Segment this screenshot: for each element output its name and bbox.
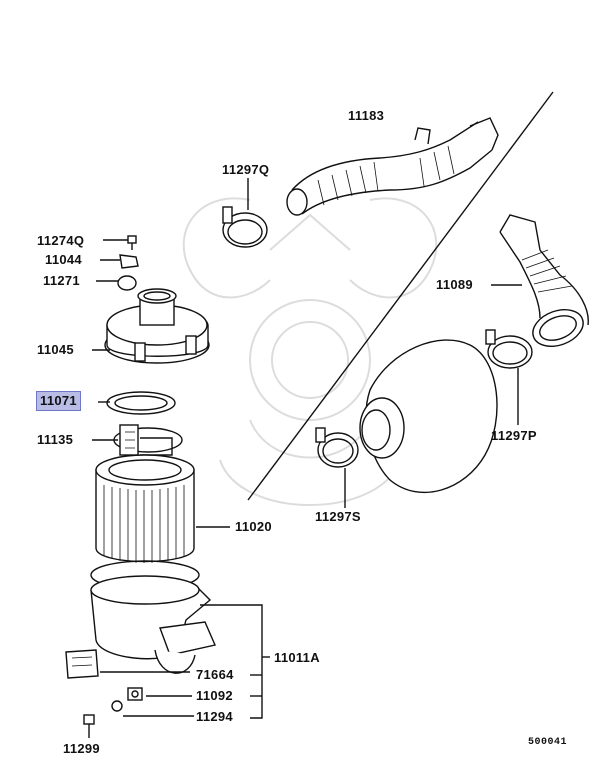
label-11297s[interactable]: 11297S xyxy=(315,509,361,524)
filter-element-11020 xyxy=(95,454,195,563)
housing-11011a xyxy=(90,560,216,674)
clamp-11297p xyxy=(485,329,533,369)
label-11183[interactable]: 11183 xyxy=(348,108,385,123)
bolt-11274q xyxy=(103,235,137,250)
label-11011a[interactable]: 11011A xyxy=(274,650,320,665)
label-11271[interactable]: 11271 xyxy=(43,273,80,288)
clip-11044 xyxy=(100,254,139,269)
diagram-reference-code: 500041 xyxy=(528,737,568,748)
label-11089[interactable]: 11089 xyxy=(436,277,473,292)
label-11071[interactable]: 11071 xyxy=(36,391,81,411)
label-11274q[interactable]: 11274Q xyxy=(37,233,85,248)
clamp-11297q xyxy=(222,206,268,248)
label-11135[interactable]: 11135 xyxy=(37,432,74,447)
sensor-11135 xyxy=(113,424,183,456)
label-71664[interactable]: 71664 xyxy=(196,667,234,682)
bolt-11299 xyxy=(83,714,95,738)
nut-11092 xyxy=(127,687,143,701)
pad-71664 xyxy=(65,649,99,679)
label-11297p[interactable]: 11297P xyxy=(491,428,537,443)
hose-11183 xyxy=(286,117,499,216)
gasket-11071 xyxy=(106,391,176,415)
washer-11294 xyxy=(111,700,123,712)
label-11092[interactable]: 11092 xyxy=(196,688,233,703)
elbow-hose-11089 xyxy=(499,214,589,347)
label-11297q[interactable]: 11297Q xyxy=(222,162,270,177)
clamp-11297s xyxy=(315,427,359,468)
cover-11045 xyxy=(104,288,210,364)
grommet-11271 xyxy=(96,275,137,291)
resonator-chamber xyxy=(359,339,498,494)
label-11045[interactable]: 11045 xyxy=(37,342,74,357)
label-11020[interactable]: 11020 xyxy=(235,519,272,534)
label-11044[interactable]: 11044 xyxy=(45,252,82,267)
assembly-boundary-line xyxy=(247,91,554,501)
label-11299[interactable]: 11299 xyxy=(63,741,100,756)
label-11294[interactable]: 11294 xyxy=(196,709,233,724)
